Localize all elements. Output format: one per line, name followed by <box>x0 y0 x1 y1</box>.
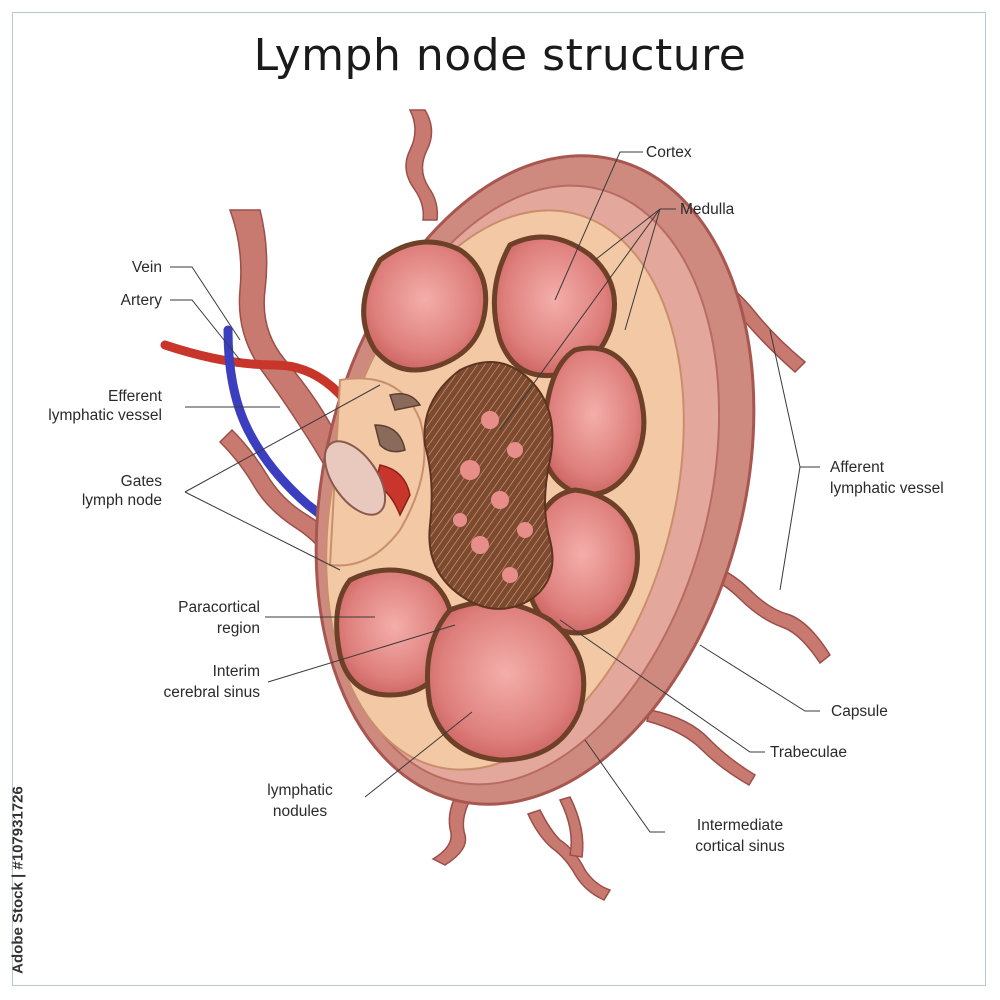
label-medulla: Medulla <box>680 201 735 218</box>
label-gates-line2: lymph node <box>81 492 162 509</box>
label-intermediate-line1: Intermediate <box>696 817 784 834</box>
label-capsule: Capsule <box>831 703 888 720</box>
image-frame <box>12 12 986 986</box>
leader-lines <box>170 151 820 833</box>
diagram-title: Lymph node structure <box>253 30 747 81</box>
label-nodules-line1: lymphatic <box>267 782 333 799</box>
label-gates-line1: Gates <box>120 473 162 490</box>
medulla <box>423 361 554 610</box>
label-efferent-line2: lymphatic vessel <box>48 407 162 424</box>
label-interim-line1: Interim <box>212 663 260 680</box>
label-paracortical-line1: Paracortical <box>178 599 260 616</box>
label-intermediate-line2: cortical sinus <box>695 838 785 855</box>
label-afferent-line2: lymphatic vessel <box>830 480 944 497</box>
afferent-vessels <box>405 109 831 901</box>
label-vein: Vein <box>131 259 162 276</box>
label-trabeculae: Trabeculae <box>770 744 847 761</box>
stock-id-watermark: Adobe Stock | #107931726 <box>8 770 28 990</box>
label-efferent-line1: Efferent <box>107 388 162 405</box>
label-afferent-line1: Afferent <box>830 459 885 476</box>
label-interim-line2: cerebral sinus <box>163 684 261 701</box>
stock-id-text: Adobe Stock | #107931726 <box>9 786 27 974</box>
label-cortex: Cortex <box>646 144 692 161</box>
label-nodules-line2: nodules <box>272 803 328 820</box>
gate-structures <box>323 393 422 517</box>
label-artery: Artery <box>120 292 162 309</box>
medulla-cords <box>453 411 533 583</box>
label-paracortical-line2: region <box>216 620 260 637</box>
